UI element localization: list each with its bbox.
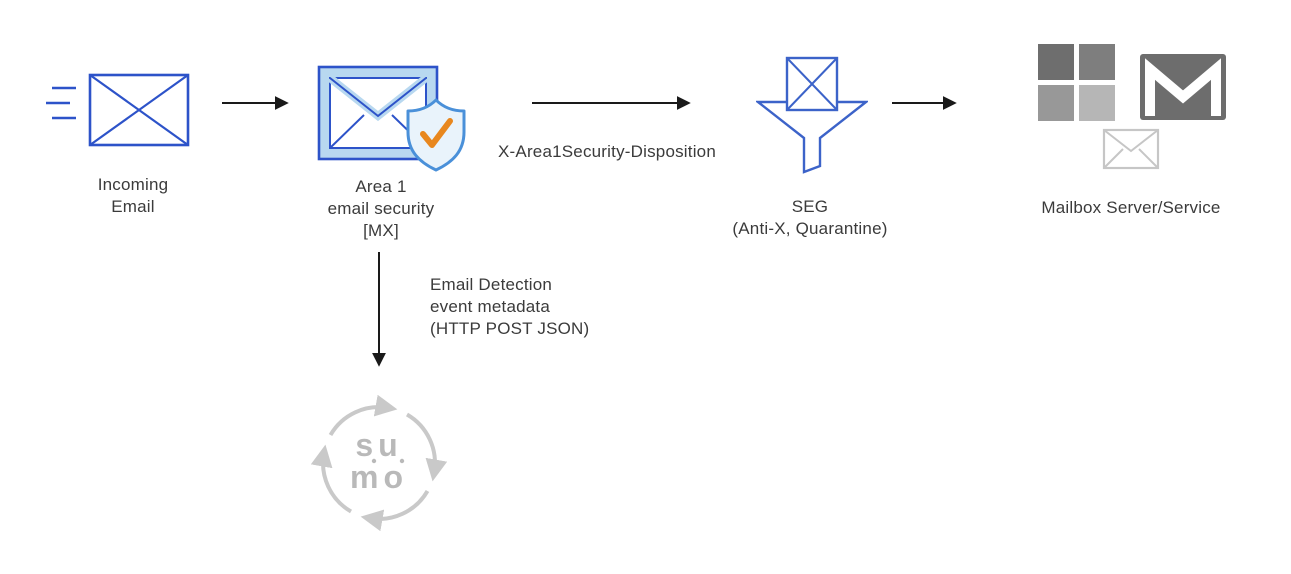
- label-line: [MX]: [363, 221, 399, 241]
- seg-funnel-envelope-icon: [756, 56, 868, 174]
- mailbox-icons: [1038, 44, 1228, 174]
- label-line: email security: [327, 199, 435, 219]
- arrow-incoming-to-area1: [222, 96, 289, 110]
- label-line: Email: [111, 197, 155, 217]
- arrow-area1-to-seg: [532, 96, 691, 110]
- label-line: (Anti-X, Quarantine): [732, 219, 888, 239]
- seg-label: SEG (Anti-X, Quarantine): [710, 196, 910, 240]
- label-line: Email Detection: [430, 275, 553, 294]
- area1-envelope-shield-check-icon: [317, 65, 466, 172]
- arrow-area1-to-sumo: [372, 252, 386, 367]
- incoming-email-envelope-icon: [46, 73, 190, 147]
- disposition-edge-label: X-Area1Security-Disposition: [498, 142, 716, 161]
- gmail-envelope-icon: [1140, 54, 1226, 120]
- label-line: SEG: [791, 197, 829, 216]
- label-line: Incoming: [97, 175, 169, 194]
- arrow-seg-to-mailbox: [892, 96, 957, 110]
- label-line: Area 1: [355, 177, 407, 196]
- sumo-logic-circular-arrows-icon: su mo: [310, 394, 448, 532]
- metadata-edge-label: Email Detection event metadata (HTTP POS…: [430, 274, 589, 340]
- small-envelope-outline-icon: [1102, 128, 1160, 170]
- sumo-wordmark-line1: su: [355, 427, 402, 463]
- shield-check-icon: [406, 98, 466, 172]
- microsoft-squares-icon: [1038, 44, 1115, 121]
- speed-lines-icon: [46, 86, 76, 120]
- area1-label: Area 1 email security [MX]: [306, 176, 456, 242]
- circular-arrows: [310, 394, 448, 532]
- label-line: (HTTP POST JSON): [430, 319, 590, 339]
- mailbox-label: Mailbox Server/Service: [1041, 198, 1221, 217]
- incoming-email-label: Incoming Email: [53, 174, 213, 218]
- sumo-wordmark-line2: mo: [350, 459, 408, 495]
- label-line: event metadata: [430, 297, 550, 317]
